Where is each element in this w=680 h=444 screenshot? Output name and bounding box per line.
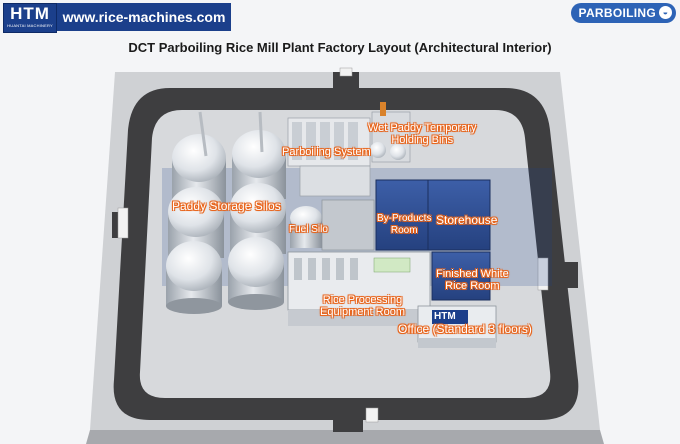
badge-label: PARBOILING [578, 6, 656, 20]
rice-bowl-icon: ◒ [659, 6, 672, 19]
fuel-silo-tank [290, 206, 322, 248]
paddy-storage-silos [166, 111, 286, 314]
office-sign: HTM [434, 311, 456, 322]
label-paddy-silos: Paddy Storage Silos [172, 199, 281, 213]
diagram-title: DCT Parboiling Rice Mill Plant Factory L… [128, 40, 552, 55]
parboiling-system-block [287, 117, 371, 197]
logo-subtext: HUANTAI MACHINERY [7, 23, 53, 28]
htm-logo: HTM HUANTAI MACHINERY [3, 3, 57, 33]
label-office: Office (Standard 3 floors) [398, 322, 532, 336]
label-by-products: By-Products Room [377, 213, 432, 236]
processing-equipment-area [287, 199, 431, 326]
website-link[interactable]: www.rice-machines.com [57, 3, 231, 31]
parboiling-badge: PARBOILING ◒ [570, 3, 676, 23]
label-processing-room: Rice Processing Equipment Room [320, 294, 405, 318]
wet-paddy-bins [370, 102, 411, 163]
label-storehouse: Storehouse [436, 213, 498, 227]
label-finished-rice: Finished White Rice Room [436, 268, 509, 292]
label-wet-paddy: Wet Paddy Temporary Holding Bins [368, 122, 477, 146]
logo-text: HTM [10, 4, 50, 23]
office-building [417, 305, 497, 348]
label-fuel-silo: Fuel Silo [289, 224, 328, 235]
blue-rooms [375, 179, 491, 301]
label-parboiling-system: Parboiling System [282, 146, 371, 158]
gate-houses [117, 67, 549, 423]
